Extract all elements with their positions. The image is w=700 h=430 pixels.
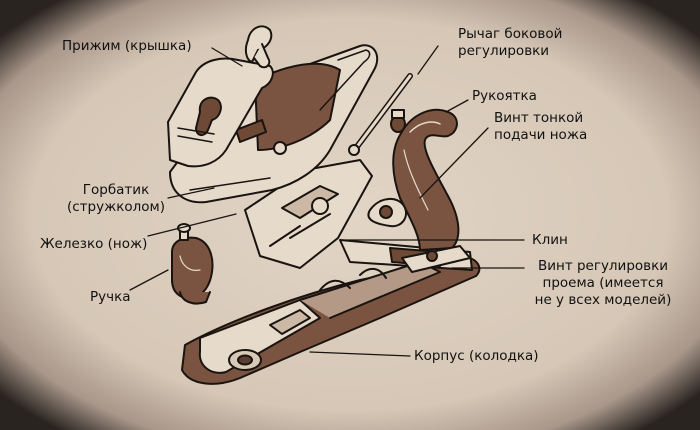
fine-adjust-screw	[367, 109, 408, 228]
label-wedge: Клин	[532, 232, 568, 248]
label-chipbreaker: Горбатик (стружколом)	[66, 182, 166, 215]
plane-chipbreaker	[169, 44, 379, 204]
plane-body	[181, 257, 481, 385]
label-fine-adjust-screw: Винт тонкой подачи ножа	[494, 110, 588, 143]
label-body: Корпус (колодка)	[414, 348, 539, 364]
side-lever-rod	[348, 73, 413, 156]
label-side-lever: Рычаг боковой регулировки	[458, 26, 563, 59]
label-knob: Ручка	[90, 289, 131, 305]
plane-handle	[392, 108, 460, 251]
label-cap: Прижим (крышка)	[62, 38, 192, 54]
plane-cap	[167, 25, 274, 168]
label-iron: Железко (нож)	[40, 236, 148, 252]
label-handle: Рукоятка	[472, 88, 537, 104]
label-mouth-adjust-screw: Винт регулировки проема (имеется не у вс…	[534, 258, 672, 308]
plane-knob	[171, 223, 214, 305]
leader-lines	[129, 45, 525, 357]
mouth-adjust-screw	[401, 245, 471, 273]
